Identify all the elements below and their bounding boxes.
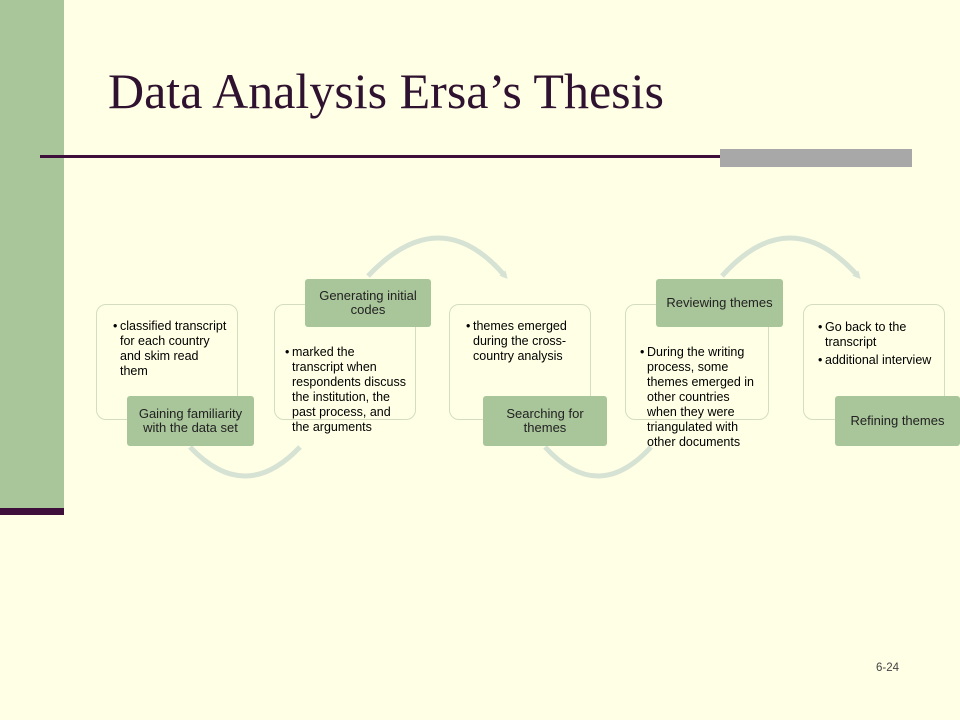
- step-5-bullet-2: additional interview: [818, 353, 936, 368]
- flow-arrow-2: [366, 235, 508, 280]
- slide-number: 6-24: [876, 662, 900, 674]
- step-5-bullets: Go back to the transcript additional int…: [818, 320, 936, 368]
- step-1-bullet: classified transcript for each country a…: [113, 319, 227, 379]
- title-underline: [40, 155, 912, 158]
- step-3-label: Searching for themes: [483, 396, 607, 446]
- step-2-bullet: marked the transcript when respondents d…: [285, 345, 407, 435]
- step-1-description-box: classified transcript for each country a…: [96, 304, 238, 420]
- step-2-label: Generating initial codes: [305, 279, 431, 327]
- flow-arrow-4: [720, 235, 861, 279]
- title-underline-accent: [720, 149, 912, 167]
- flow-arrow-1: [188, 445, 302, 479]
- sidebar-accent-bar: [0, 0, 64, 512]
- step-1-bullets: classified transcript for each country a…: [113, 319, 227, 379]
- sidebar-base-line: [0, 508, 64, 515]
- step-4-bullets: During the writing process, some themes …: [640, 345, 760, 450]
- step-3-bullets: themes emerged during the cross-country …: [466, 319, 582, 364]
- slide-title: Data Analysis Ersa’s Thesis: [108, 63, 664, 119]
- step-3-bullet: themes emerged during the cross-country …: [466, 319, 582, 364]
- step-2-bullets: marked the transcript when respondents d…: [285, 345, 407, 435]
- step-4-bullet: During the writing process, some themes …: [640, 345, 760, 450]
- step-5-label: Refining themes: [835, 396, 960, 446]
- flow-arrow-3: [543, 445, 653, 479]
- step-4-label: Reviewing themes: [656, 279, 783, 327]
- step-1-label: Gaining familiarity with the data set: [127, 396, 254, 446]
- step-5-bullet-1: Go back to the transcript: [818, 320, 936, 350]
